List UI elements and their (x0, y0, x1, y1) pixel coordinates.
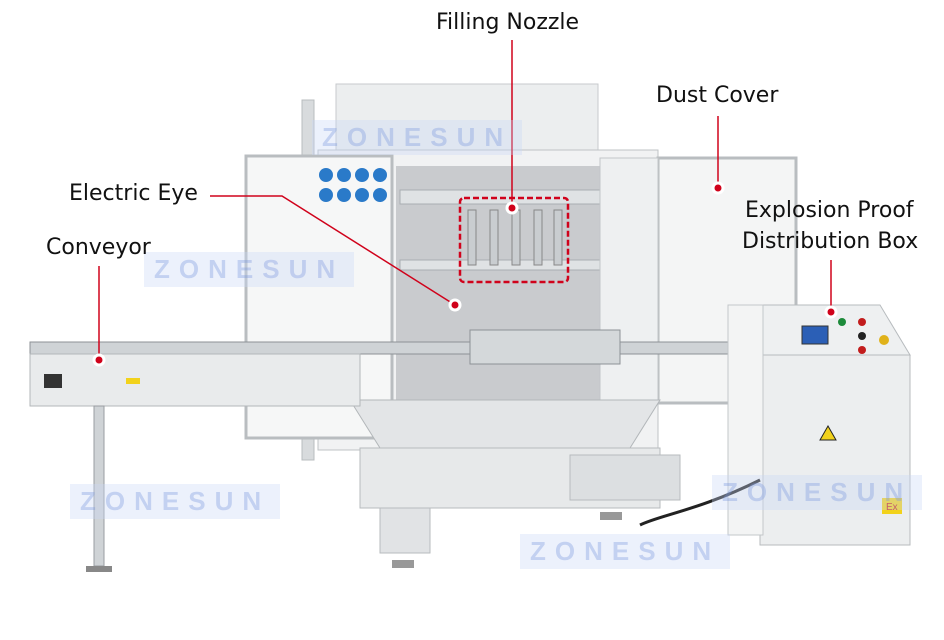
label-distribution-box-line1: Explosion Proof (745, 198, 914, 223)
watermark: ZONESUN (70, 484, 281, 519)
label-electric-eye: Electric Eye (69, 181, 198, 206)
conveyor-body (29, 353, 361, 407)
filling-nozzles (467, 209, 563, 266)
watermark: ZONESUN (144, 252, 355, 287)
watermark: ZONESUN (520, 534, 731, 569)
hmi-screen (801, 325, 829, 345)
label-conveyor: Conveyor (46, 235, 151, 260)
electric-eye-dot (448, 298, 462, 312)
label-distribution-box-line2: Distribution Box (742, 229, 919, 254)
top-housing (335, 83, 599, 155)
hopper-tray (349, 399, 661, 449)
conveyor-rail (29, 341, 731, 355)
dust-cover-dot (711, 181, 725, 195)
watermark: ZONESUN (312, 120, 523, 155)
conveyor-dot (92, 353, 106, 367)
inner-chamber (396, 166, 606, 416)
label-filling-nozzle: Filling Nozzle (436, 10, 580, 35)
safety-icons (319, 168, 387, 202)
label-dust-cover: Dust Cover (656, 83, 779, 108)
nozzle-highlight-box (458, 196, 570, 284)
callout-lines (98, 40, 832, 360)
callout-dots (92, 181, 838, 367)
filling-nozzle-dot (505, 201, 519, 215)
distribution-box (759, 354, 911, 546)
distribution-box-dot (824, 305, 838, 319)
ex-mark: Ex (886, 502, 898, 513)
watermark: ZONESUN (712, 475, 923, 510)
